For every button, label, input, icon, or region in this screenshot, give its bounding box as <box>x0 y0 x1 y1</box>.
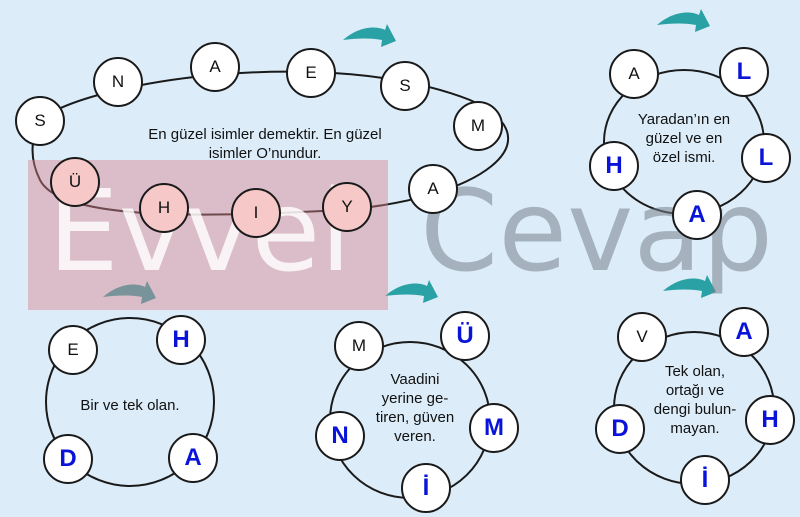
arrow-icon <box>103 281 156 304</box>
ring-ehad-description: Bir ve tek olan. <box>80 397 180 414</box>
letter-node: A <box>408 164 458 214</box>
arrow-icon <box>663 275 716 298</box>
arrow-icon <box>385 280 438 303</box>
letter-node: M <box>453 101 503 151</box>
letter-node-highlighted: I <box>231 188 281 238</box>
letter-node: H <box>745 395 795 445</box>
ring-allah-description: Yaradan’ın en güzel ve en özel ismi. <box>637 111 731 166</box>
letter-node: L <box>719 47 769 97</box>
letter-node: A <box>168 433 218 483</box>
ring-ehad-line <box>45 317 215 487</box>
letter-node: A <box>672 190 722 240</box>
main-ring-description: En güzel isimler demektir. En güzel isim… <box>148 126 382 162</box>
letter-node: M <box>334 321 384 371</box>
letter-node-highlighted: Ü <box>50 157 100 207</box>
arrow-icon <box>343 24 396 47</box>
letter-node: M <box>469 403 519 453</box>
letter-node: A <box>190 42 240 92</box>
letter-node: İ <box>680 455 730 505</box>
watermark-text: Cevap <box>420 167 774 297</box>
letter-node: D <box>43 434 93 484</box>
letter-node: E <box>286 48 336 98</box>
letter-node: N <box>315 411 365 461</box>
arrow-icon <box>657 9 710 32</box>
letter-node: Ü <box>440 311 490 361</box>
letter-node: L <box>741 133 791 183</box>
letter-node: D <box>595 404 645 454</box>
ring-vahid-description: Tek olan, ortağı ve dengi bulun- mayan. <box>653 363 737 437</box>
letter-node-highlighted: H <box>139 183 189 233</box>
letter-node: A <box>609 49 659 99</box>
letter-node: S <box>380 61 430 111</box>
letter-node: N <box>93 57 143 107</box>
letter-node: S <box>15 96 65 146</box>
letter-node: İ <box>401 463 451 513</box>
letter-node: V <box>617 312 667 362</box>
letter-node-highlighted: Y <box>322 182 372 232</box>
letter-node: H <box>156 315 206 365</box>
letter-node: E <box>48 325 98 375</box>
letter-node: A <box>719 307 769 357</box>
letter-node: H <box>589 141 639 191</box>
ring-mumin-description: Vaadini yerine ge- tiren, güven veren. <box>375 371 455 445</box>
